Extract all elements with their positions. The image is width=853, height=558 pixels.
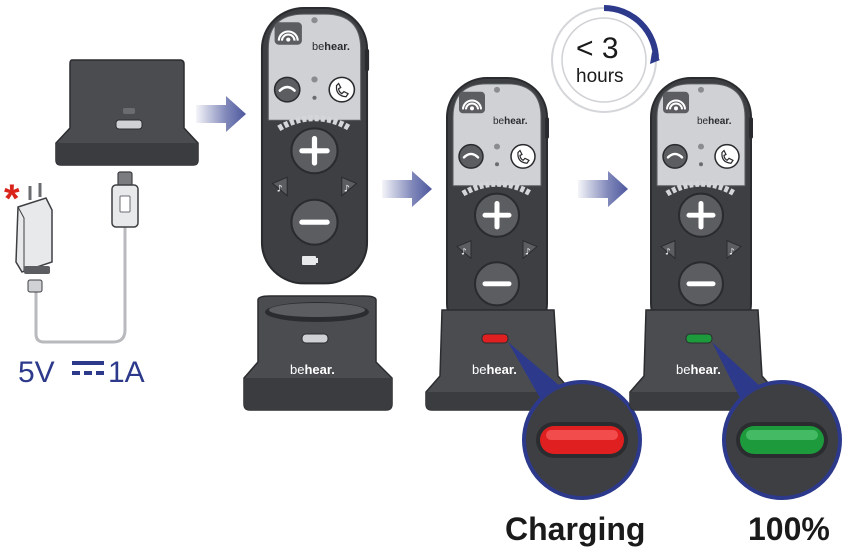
full-led-callout [712, 342, 842, 500]
charging-led-callout [508, 342, 642, 500]
right-arrow-icon [382, 171, 432, 207]
timer-value: < 3 [576, 32, 619, 65]
power-adapter-group: * 5V 1A [4, 171, 145, 389]
right-arrow-icon [196, 96, 246, 132]
svg-text:behear.: behear. [312, 41, 350, 53]
svg-text:behear.: behear. [472, 362, 517, 377]
battery-icon [302, 256, 318, 265]
power-spec-voltage: 5V [18, 356, 55, 389]
usb-wall-adapter-icon [15, 183, 53, 293]
dock-step-1 [55, 59, 199, 166]
power-asterisk: * [4, 177, 20, 221]
charging-led [481, 333, 509, 344]
full-label: 100% [748, 511, 830, 547]
remote-step-4-full: behear. [651, 78, 753, 343]
svg-text:behear.: behear. [290, 362, 335, 377]
remote-step-3-charging: behear. [447, 78, 549, 343]
power-spec-current: 1A [108, 356, 145, 389]
svg-text:behear.: behear. [493, 116, 528, 127]
usb-c-plug-icon [111, 171, 139, 228]
remote-step-2: behear. [262, 8, 369, 283]
charging-label: Charging [505, 511, 645, 547]
full-led [685, 333, 713, 344]
dock-step-2: behear. [243, 295, 393, 411]
dc-symbol-icon [72, 361, 104, 375]
clock-timer-icon: < 3 hours [551, 5, 660, 113]
timer-unit: hours [576, 66, 624, 87]
svg-text:behear.: behear. [697, 116, 732, 127]
svg-text:behear.: behear. [676, 362, 721, 377]
right-arrow-icon [578, 171, 628, 207]
